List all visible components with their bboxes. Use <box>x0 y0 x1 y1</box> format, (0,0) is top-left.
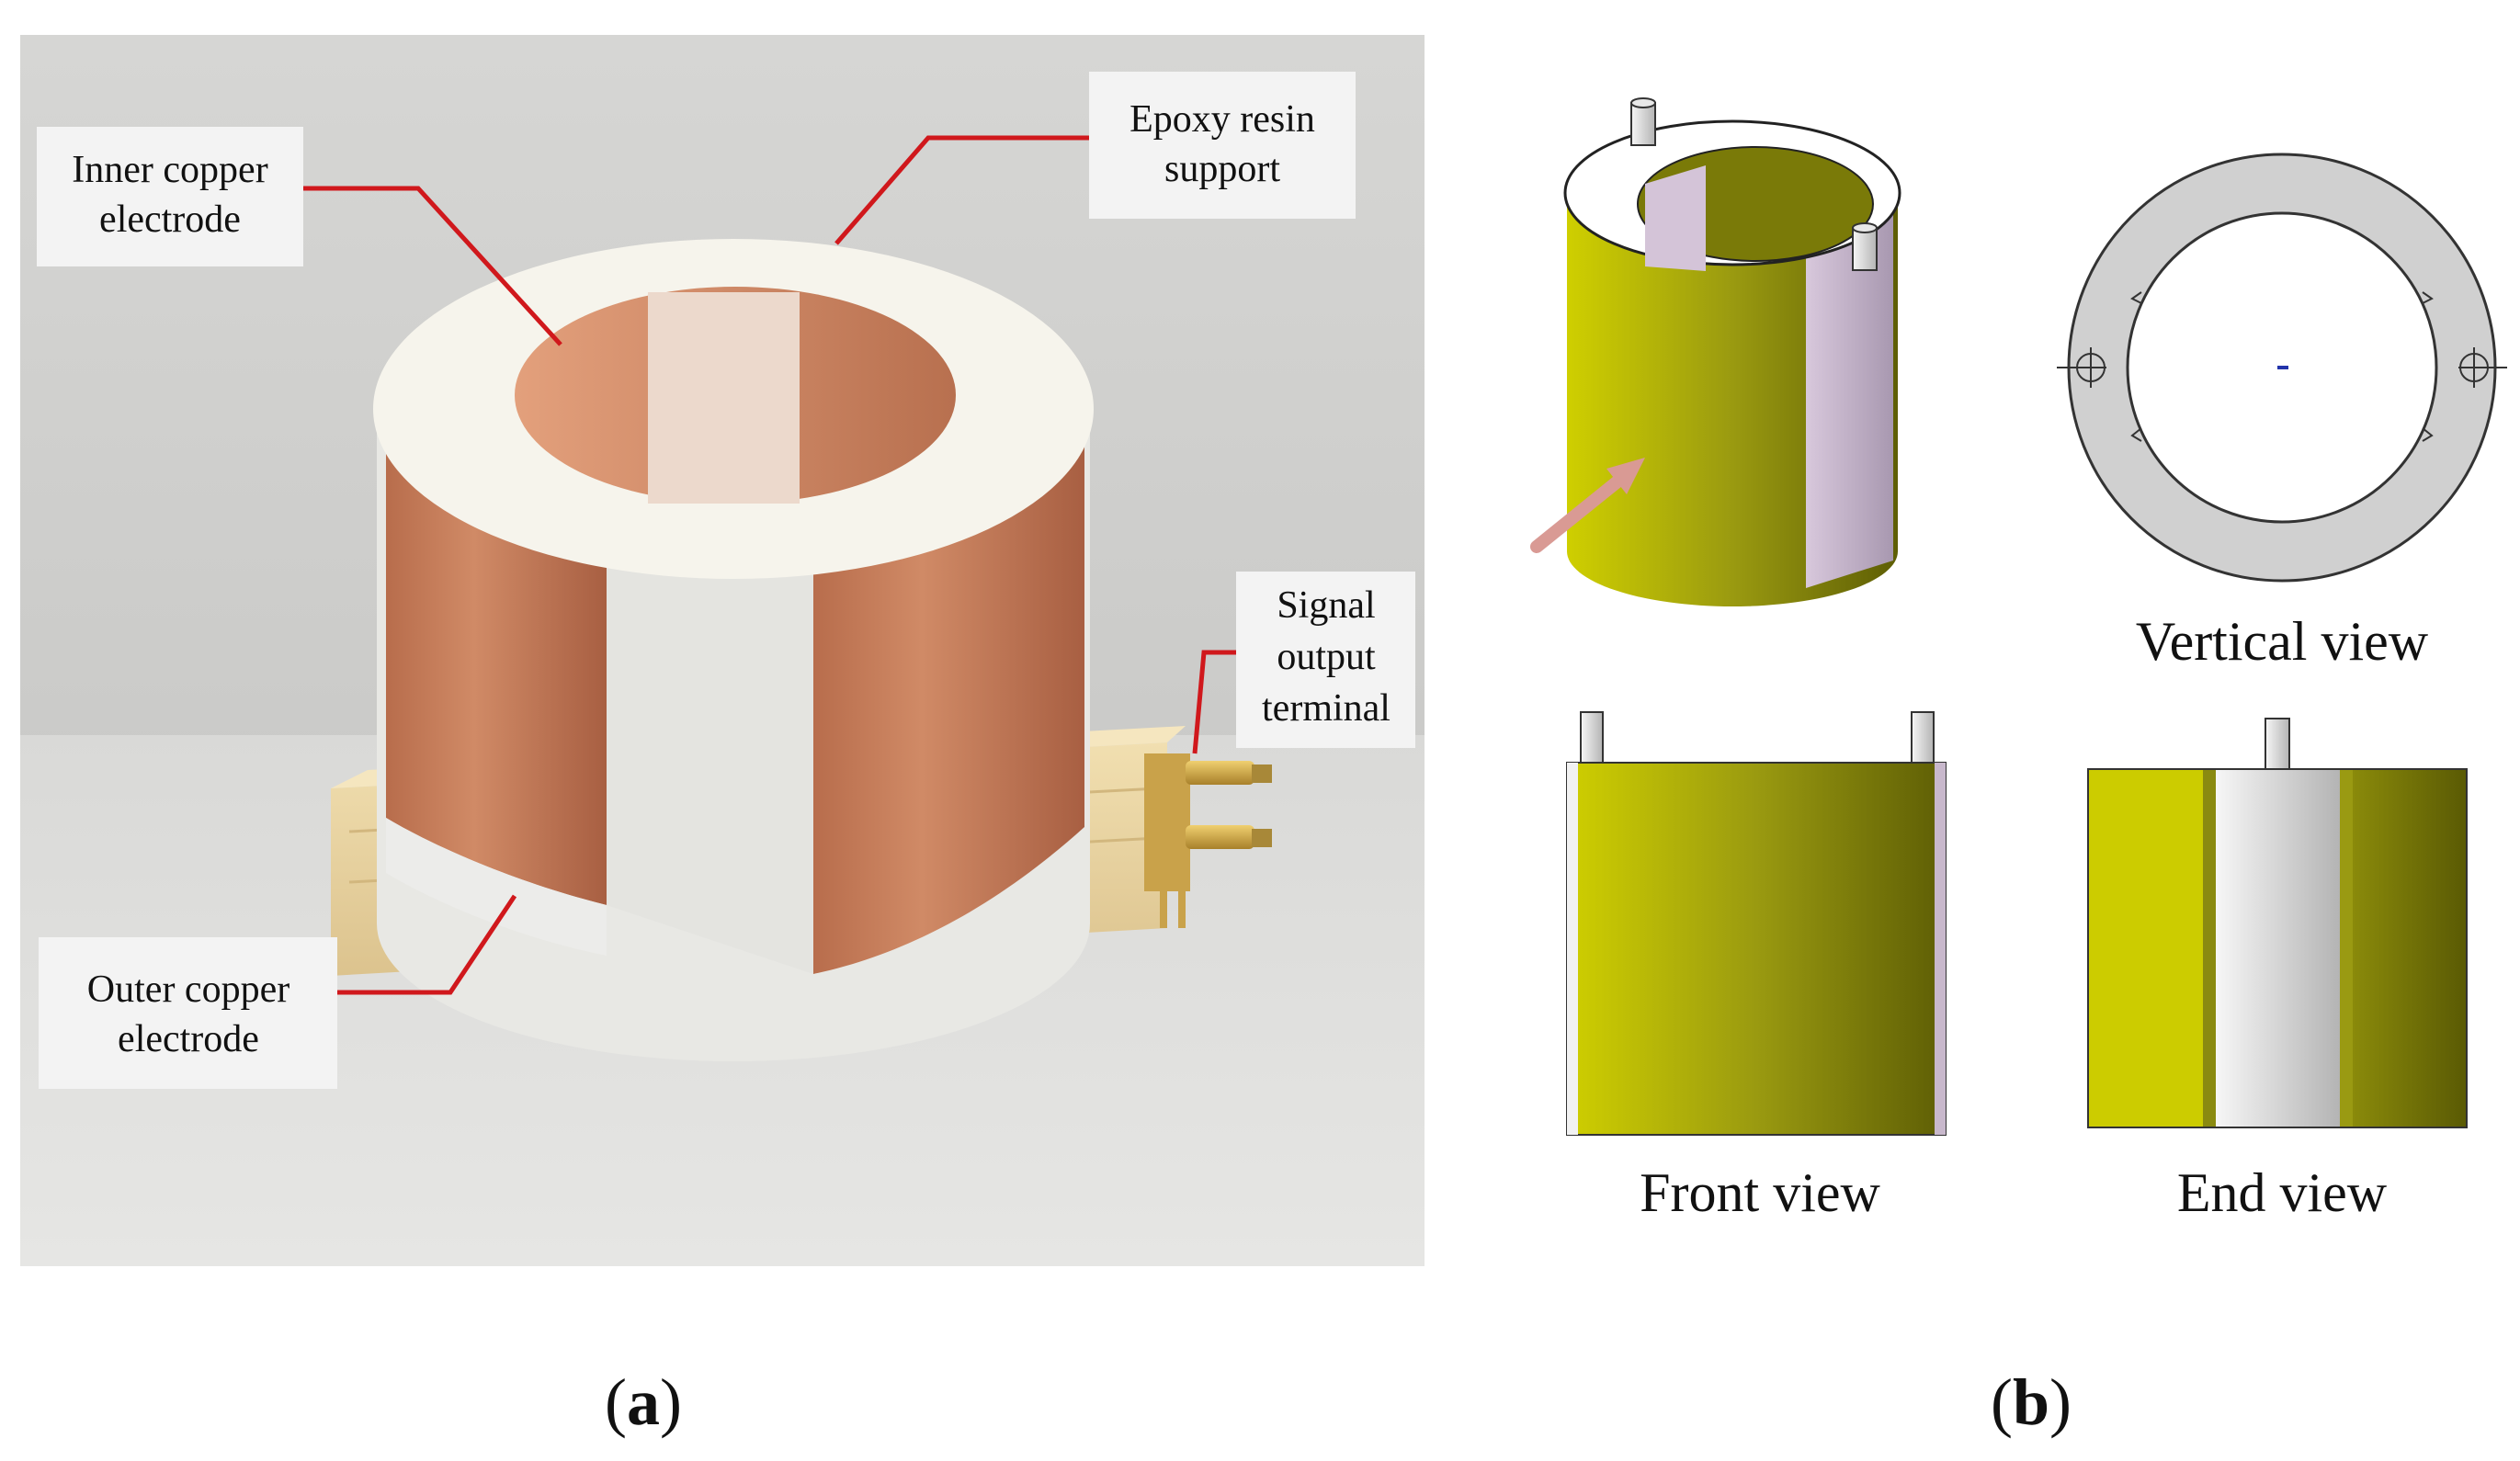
callout-inner-line1: Inner copper <box>72 149 267 191</box>
panel-a-photo: Inner copper electrode Epoxy resin suppo… <box>20 35 1425 1266</box>
isometric-pin-right <box>1852 222 1878 271</box>
callout-outer: Outer copper electrode <box>39 894 517 1089</box>
callout-inner-line2: electrode <box>99 198 241 241</box>
callout-epoxy: Epoxy resin support <box>834 72 1356 245</box>
leader-line <box>337 894 517 995</box>
isometric-pin-left <box>1630 97 1656 146</box>
sensor-cylinder <box>373 239 1094 1061</box>
callout-epoxy-line1: Epoxy resin <box>1129 98 1315 141</box>
callout-inner: Inner copper electrode <box>37 127 562 346</box>
flow-arrow-icon <box>1530 458 1645 553</box>
vertical-view: Vertical view <box>2057 153 2507 672</box>
signal-connectors <box>1144 753 1272 928</box>
end-view: End view <box>2087 718 2468 1223</box>
leader-line <box>1192 650 1236 754</box>
front-view-label: Front view <box>1640 1162 1880 1223</box>
callout-outer-line1: Outer copper <box>87 968 289 1011</box>
front-view: Front view <box>1566 711 1947 1223</box>
center-mark <box>2277 366 2288 369</box>
outer-copper-electrode-left <box>386 441 607 905</box>
leader-line <box>834 135 1089 245</box>
isometric-view <box>1530 97 1901 606</box>
callout-signal-line3: terminal <box>1262 687 1391 730</box>
end-view-label: End view <box>2177 1162 2388 1223</box>
outer-copper-electrode-right <box>813 432 1084 974</box>
callout-epoxy-line2: support <box>1164 148 1280 190</box>
panel-b-label: (b) <box>1991 1365 2072 1439</box>
vertical-view-label: Vertical view <box>2136 611 2429 672</box>
pin-marker-right-icon <box>2459 347 2489 388</box>
pin-marker-left-icon <box>2076 347 2106 388</box>
callout-outer-line2: electrode <box>118 1018 259 1060</box>
panel-a-label: (a) <box>605 1365 682 1439</box>
callout-signal: Signal output terminal <box>1192 572 1415 754</box>
callout-signal-line1: Signal <box>1277 584 1375 627</box>
callout-signal-line2: output <box>1277 636 1376 678</box>
leader-line <box>303 186 562 346</box>
